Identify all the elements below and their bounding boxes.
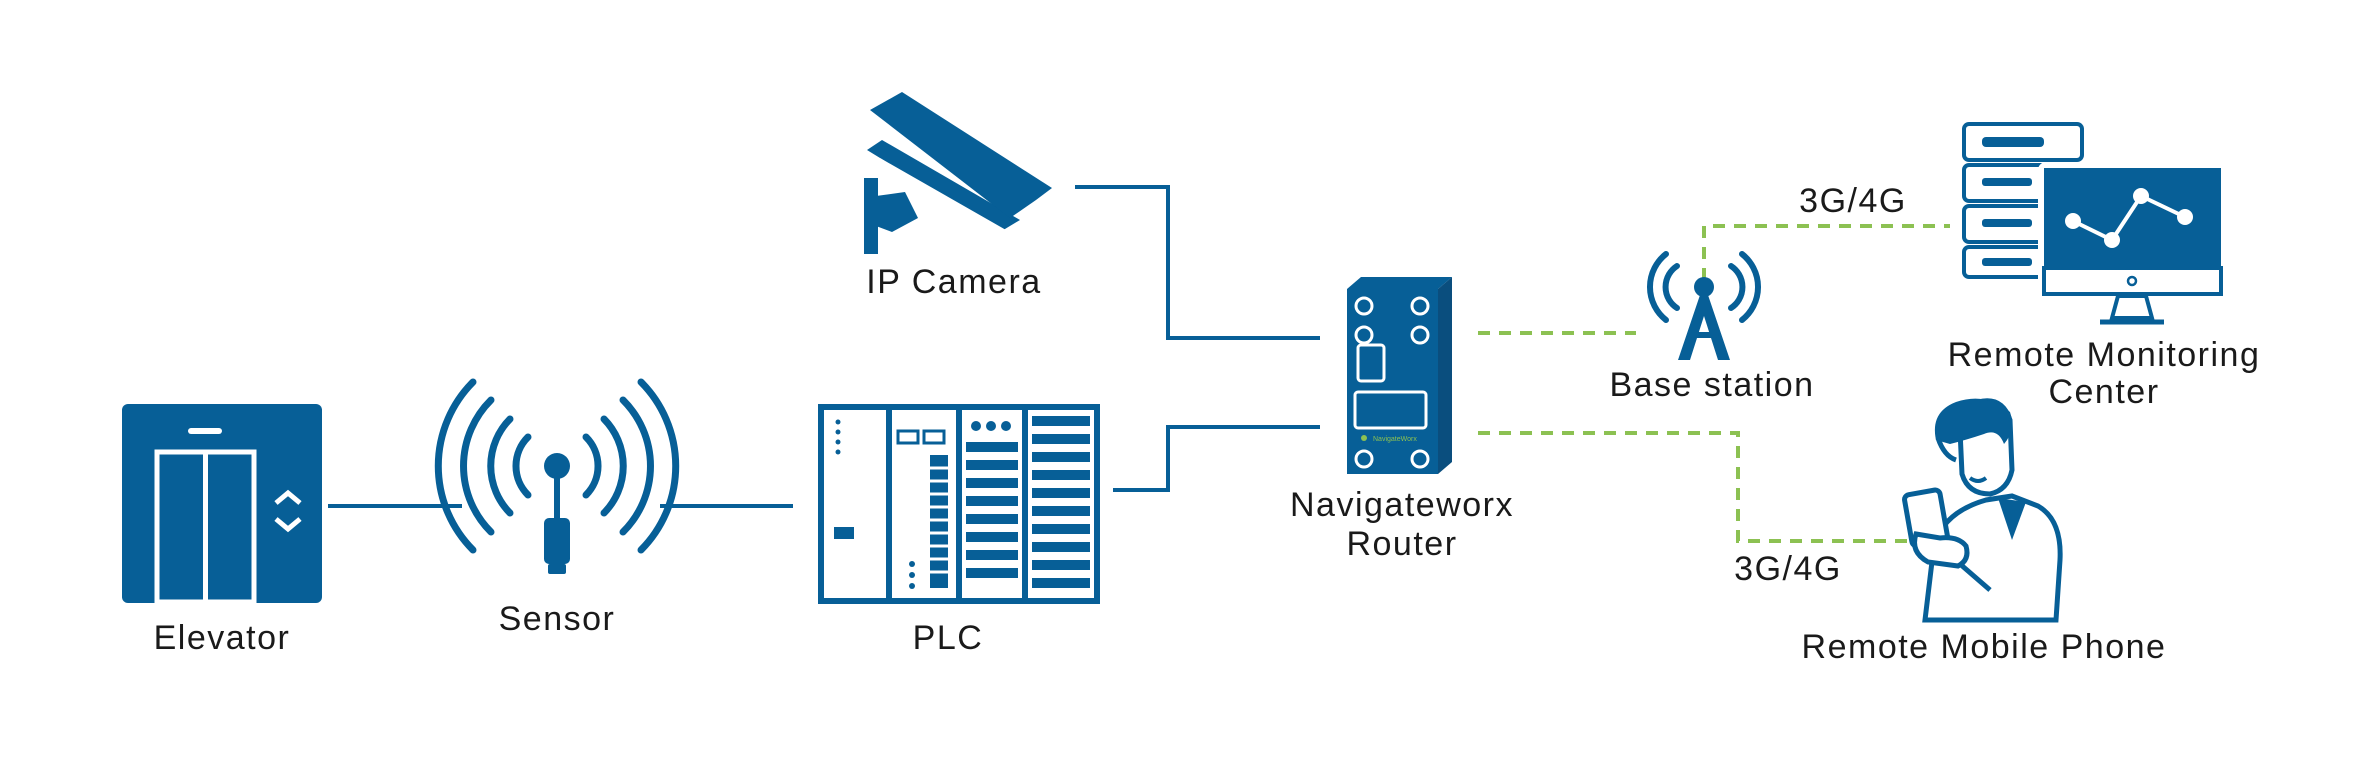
wireless-links [1478, 224, 1950, 543]
router-brand-mark: NavigateWorx [1373, 436, 1417, 443]
link-router-mobile [1478, 431, 1912, 543]
router-icon: NavigateWorx [1347, 277, 1452, 474]
link-camera-router [1075, 185, 1320, 340]
person-with-phone-icon [1902, 398, 2063, 623]
monitoring-center-label-line1: Remote Monitoring [1948, 336, 2261, 374]
base-station-node: Base station [1609, 251, 1814, 404]
router-label-line1: Navigateworx [1290, 486, 1514, 524]
link-label-mobile: 3G/4G [1734, 550, 1842, 588]
router-node: NavigateWorx Navigateworx Router [1290, 277, 1514, 563]
wired-links [328, 185, 1320, 508]
router-label-line2: Router [1346, 525, 1457, 563]
plc-label: PLC [913, 619, 984, 657]
monitoring-center-node: Remote Monitoring Center [1948, 122, 2261, 411]
sensor-icon [434, 378, 680, 574]
ip-camera-node: IP Camera [864, 92, 1052, 301]
link-base-station-monitoring [1702, 224, 1950, 280]
plc-icon [818, 404, 1100, 604]
cctv-camera-icon [864, 92, 1052, 254]
mobile-phone-label: Remote Mobile Phone [1802, 628, 2167, 666]
sensor-label: Sensor [499, 600, 616, 638]
elevator-node: Elevator [122, 404, 322, 657]
sensor-node: Sensor [434, 378, 680, 638]
elevator-icon [122, 404, 322, 605]
elevator-label: Elevator [154, 619, 291, 657]
server-monitor-icon [1962, 122, 2227, 325]
monitoring-center-label-line2: Center [2048, 373, 2159, 411]
mobile-phone-node: Remote Mobile Phone [1802, 398, 2167, 666]
base-station-label: Base station [1609, 366, 1814, 404]
ip-camera-label: IP Camera [866, 263, 1041, 301]
link-label-monitoring: 3G/4G [1799, 182, 1907, 220]
plc-node: PLC [818, 404, 1100, 657]
antenna-tower-icon [1647, 251, 1761, 360]
link-plc-router [1113, 425, 1320, 492]
